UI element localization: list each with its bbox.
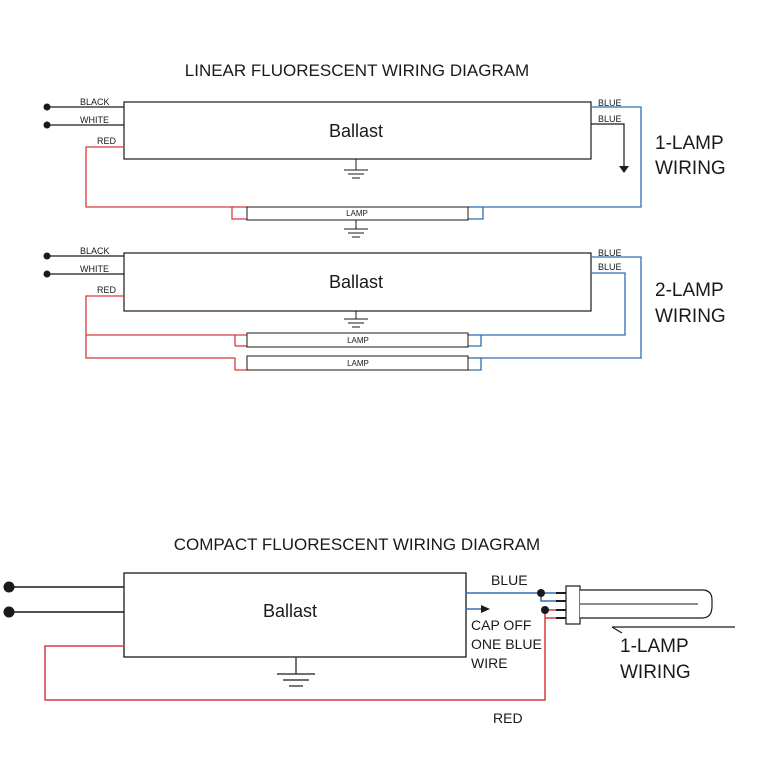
wiring-title-line2: WIRING	[620, 662, 691, 683]
ground-symbol	[344, 311, 368, 328]
ballast-box	[123, 252, 592, 312]
blue-wire-1	[468, 106, 642, 220]
lamp-tube	[246, 206, 469, 221]
ballast-label: Ballast	[329, 121, 383, 141]
blue-wire-label-2: BLUE	[598, 114, 622, 124]
lamp-base	[565, 585, 581, 625]
blue-wire-2	[468, 272, 626, 347]
line-wire-terminal	[3, 581, 15, 593]
lamp-label-2: LAMP	[347, 359, 369, 368]
cap-off-arrow-icon	[619, 166, 629, 173]
blue-wire-label-2: BLUE	[598, 262, 622, 272]
blue-wire-2-capped	[591, 123, 625, 166]
linear-two-lamp-diagram: BLACK WHITE RED Ballast BLUE BLUE LAMP L…	[43, 246, 726, 371]
red-wire-label: RED	[493, 710, 523, 726]
compact-fluorescent-lamp	[556, 585, 713, 625]
cap-off-note-line1: CAP OFF	[471, 617, 531, 633]
lamp-tube-2	[246, 355, 469, 371]
red-wire	[85, 146, 247, 220]
black-wire-terminal	[43, 103, 51, 111]
lamp-tube-1	[246, 332, 469, 348]
ballast-label: Ballast	[263, 601, 317, 621]
white-wire-label: WHITE	[80, 115, 109, 125]
pointer-tick	[611, 626, 623, 634]
blue-wire-1	[468, 256, 642, 371]
linear-diagram-title: LINEAR FLUORESCENT WIRING DIAGRAM	[185, 61, 529, 80]
black-wire-label: BLACK	[80, 97, 110, 107]
white-wire-label: WHITE	[80, 264, 109, 274]
wiring-title-line1: 1-LAMP	[620, 636, 689, 657]
blue-wire-label-1: BLUE	[598, 98, 622, 108]
wiring-title-line1: 1-LAMP	[655, 133, 724, 154]
compact-one-lamp-diagram: Ballast BLUE CAP OFF ONE BLUE WIRE RED	[3, 572, 735, 726]
red-wire	[85, 295, 247, 371]
blue-wire	[466, 592, 566, 602]
cap-off-note-line3: WIRE	[471, 655, 508, 671]
red-wire-label: RED	[97, 136, 117, 146]
cap-off-arrow-icon	[481, 605, 490, 613]
ground-symbol	[344, 220, 368, 238]
red-wire-label: RED	[97, 285, 117, 295]
lamp-label: LAMP	[346, 209, 368, 218]
ground-symbol	[277, 657, 315, 687]
wiring-title-line1: 2-LAMP	[655, 280, 724, 301]
blue-wire-label: BLUE	[491, 572, 528, 588]
black-wire-label: BLACK	[80, 246, 110, 256]
white-wire-terminal	[43, 270, 51, 278]
lamp-label-1: LAMP	[347, 336, 369, 345]
ballast-box	[123, 572, 467, 658]
cap-off-note-line2: ONE BLUE	[471, 636, 542, 652]
ballast-box	[123, 101, 592, 160]
wiring-title-line2: WIRING	[655, 306, 726, 327]
blue-wire-label-1: BLUE	[598, 248, 622, 258]
white-wire-terminal	[43, 121, 51, 129]
linear-one-lamp-diagram: BLACK WHITE RED Ballast BLUE BLUE LAMP	[43, 97, 726, 238]
neutral-wire-terminal	[3, 606, 15, 618]
black-wire-terminal	[43, 252, 51, 260]
compact-diagram-title: COMPACT FLUORESCENT WIRING DIAGRAM	[174, 535, 540, 554]
red-wire-junction	[541, 606, 549, 614]
ground-symbol	[344, 159, 368, 179]
blue-wire-junction	[537, 589, 545, 597]
wiring-title-line2: WIRING	[655, 158, 726, 179]
ballast-label: Ballast	[329, 272, 383, 292]
